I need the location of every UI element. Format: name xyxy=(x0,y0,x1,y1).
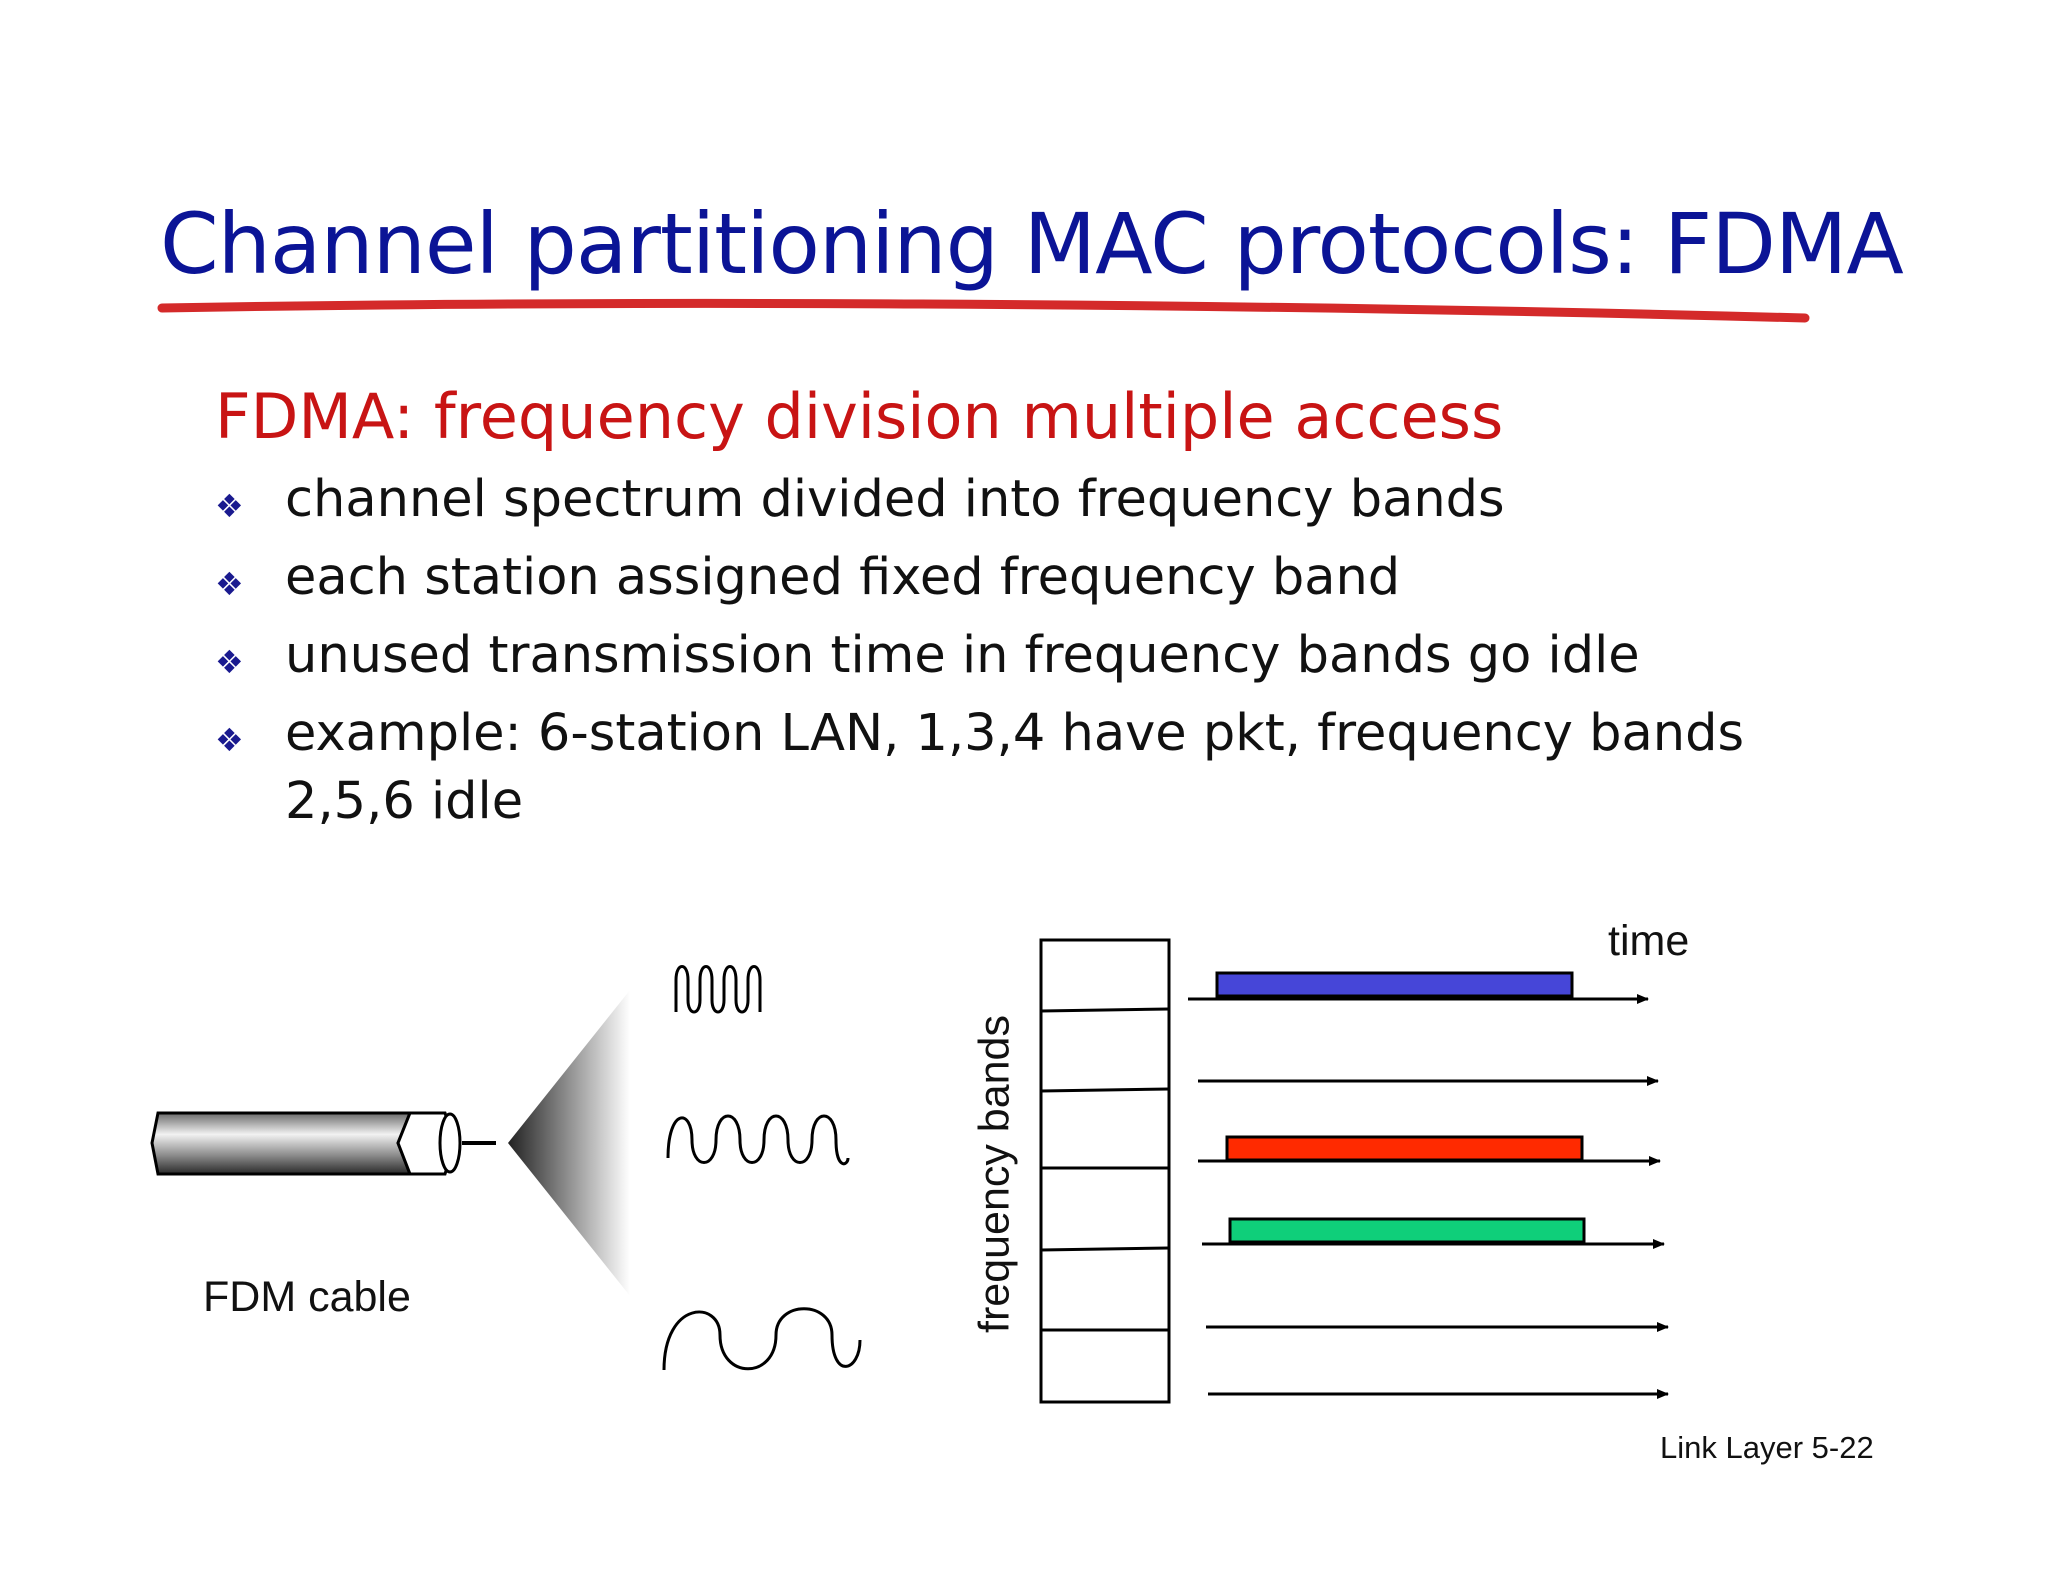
slide-title: Channel partitioning MAC protocols: FDMA xyxy=(160,195,1904,293)
subtitle: FDMA: frequency division multiple access xyxy=(215,380,1504,453)
low-frequency-wave-icon xyxy=(662,1307,862,1371)
bullet-text: channel spectrum divided into frequency … xyxy=(285,470,1505,529)
diamond-bullet-icon: ❖ xyxy=(215,487,244,525)
frequency-band-column xyxy=(1039,938,1171,1404)
bullet-text: unused transmission time in frequency ba… xyxy=(285,626,1640,685)
bullet-text: example: 6-station LAN, 1,3,4 have pkt, … xyxy=(285,704,1745,831)
diamond-bullet-icon: ❖ xyxy=(215,565,244,603)
bullet-text: each station assigned fixed frequency ba… xyxy=(285,548,1401,607)
time-axis-label: time xyxy=(1608,917,1690,965)
band-4-packet xyxy=(1228,1217,1586,1244)
fdm-cable xyxy=(150,1111,496,1176)
band-1-packet xyxy=(1215,971,1574,998)
footer-page-label: Link Layer 5-22 xyxy=(1660,1430,1874,1465)
diamond-bullet-icon: ❖ xyxy=(215,721,244,759)
spectrum-fan xyxy=(508,990,630,1296)
list-item: ❖ example: 6-station LAN, 1,3,4 have pkt… xyxy=(215,700,1875,836)
list-item: ❖ unused transmission time in frequency … xyxy=(215,622,1875,690)
frequency-bands-axis-label: frequency bands xyxy=(970,1015,1019,1333)
diamond-bullet-icon: ❖ xyxy=(215,643,244,681)
high-frequency-wave-icon xyxy=(674,965,762,1014)
list-item: ❖ each station assigned fixed frequency … xyxy=(215,544,1875,612)
list-item: ❖ channel spectrum divided into frequenc… xyxy=(215,466,1875,534)
medium-frequency-wave-icon xyxy=(666,1114,850,1166)
bullet-list: ❖ channel spectrum divided into frequenc… xyxy=(215,466,1875,846)
fdm-cable-label: FDM cable xyxy=(203,1273,411,1321)
band-3-packet xyxy=(1225,1135,1584,1162)
